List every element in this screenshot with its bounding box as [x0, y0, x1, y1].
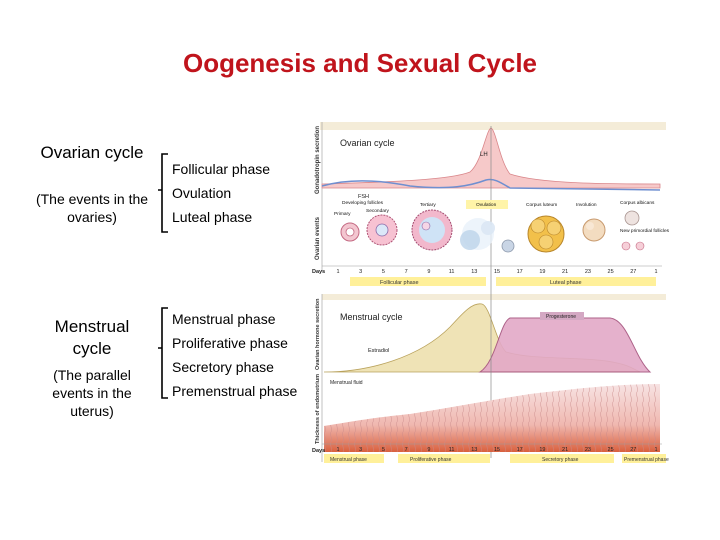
ovarian-events-axis-label: Ovarian events — [315, 216, 321, 260]
ovarian-cycle-subtitle: (The events in the ovaries) — [35, 191, 149, 225]
involution-illustration — [582, 218, 606, 242]
day-tick-label: 5 — [382, 447, 385, 453]
day-tick-label: 3 — [359, 269, 362, 275]
day-tick-label: 19 — [539, 269, 545, 275]
ovarian-bar-luteal: Luteal phase — [550, 280, 582, 286]
corpus-luteum-illustration — [527, 215, 565, 253]
day-tick-label: 15 — [494, 447, 500, 453]
day-tick-label: 5 — [382, 269, 385, 275]
progesterone-label: Progesterone — [546, 314, 576, 320]
lh-label: LH — [480, 152, 488, 158]
day-tick-label: 21 — [562, 269, 568, 275]
ovarian-phase-follicular: Follicular phase — [172, 161, 271, 177]
day-tick-label: 25 — [608, 269, 614, 275]
tertiary-follicle-illustration — [411, 209, 453, 251]
corpus-albicans-illustration — [624, 210, 640, 226]
day-tick-label: 23 — [585, 447, 591, 453]
day-tick-label: 17 — [517, 447, 523, 453]
follicle-label-corpus-albicans: Corpus albicans — [620, 200, 655, 206]
day-tick-label: 9 — [427, 269, 430, 275]
ovarian-cycle-caption: Ovarian cycle — [340, 138, 395, 148]
menstrual-bracket — [158, 307, 168, 399]
uterine-bar-premenstrual: Premenstrual phase — [624, 457, 669, 463]
day-tick-label: 17 — [517, 269, 523, 275]
gonadotropin-axis-label: Gonadotropin secretion — [315, 126, 321, 194]
day-tick-label: 1 — [336, 447, 339, 453]
uterine-bar-proliferative: Proliferative phase — [410, 457, 452, 463]
follicle-label-tertiary: Tertiary — [420, 202, 436, 208]
day-tick-label: 11 — [449, 269, 455, 275]
day-tick-label: 7 — [405, 269, 408, 275]
estradiol-label: Estradiol — [368, 348, 389, 354]
follicle-label-ovulation: Ovulation — [476, 202, 497, 208]
day-tick-label: 23 — [585, 269, 591, 275]
menstrual-fluid-label: Menstrual fluid — [330, 380, 363, 386]
day-tick-label: 3 — [359, 447, 362, 453]
ovarian-cycle-heading: Ovarian cycle — [40, 143, 144, 162]
cycle-figure: Gonadotropin secretion Ovarian events Ov… — [310, 122, 670, 463]
day-tick-label: 1 — [654, 447, 657, 453]
day-tick-label: 19 — [539, 447, 545, 453]
ovarian-bracket — [158, 153, 168, 233]
uterine-phase-menstrual: Menstrual phase — [172, 311, 276, 327]
primordial-follicles-illustration — [621, 241, 645, 251]
hormone-axis-label: Ovarian hormone secretion — [315, 298, 321, 370]
day-tick-label: 13 — [471, 269, 477, 275]
day-tick-label: 9 — [427, 447, 430, 453]
day-tick-label: 21 — [562, 447, 568, 453]
day-tick-label: 27 — [630, 269, 636, 275]
ovarian-phase-ovulation: Ovulation — [172, 185, 232, 201]
day-tick-label: 15 — [494, 269, 500, 275]
day-tick-label: 1 — [654, 269, 657, 275]
follicle-label-developing: Developing follicles — [342, 200, 384, 206]
uterine-bar-menstrual: Menstrual phase — [330, 457, 367, 463]
day-tick-label: 1 — [336, 269, 339, 275]
menstrual-cycle-subtitle: (The parallel events in the uterus) — [52, 367, 132, 419]
uterine-phase-premenstrual: Premenstrual phase — [172, 383, 298, 399]
page-title: Oogenesis and Sexual Cycle — [182, 48, 538, 78]
uterine-phase-proliferative: Proliferative phase — [172, 335, 288, 351]
day-tick-label: 27 — [630, 447, 636, 453]
ovulation-illustration — [460, 218, 515, 253]
follicle-label-new-primordial: New primordial follicles — [620, 228, 670, 234]
day-tick-label: 25 — [608, 447, 614, 453]
primary-follicle-illustration — [340, 222, 360, 242]
top-days-label: Days — [312, 269, 325, 275]
ovarian-bar-follicular: Follicular phase — [380, 280, 419, 286]
fsh-label: FSH — [358, 194, 369, 200]
thickness-axis-label: Thickness of endometrium — [315, 374, 321, 444]
bottom-days-label: Days — [312, 448, 325, 454]
menstrual-cycle-caption: Menstrual cycle — [340, 312, 403, 322]
day-tick-label: 7 — [405, 447, 408, 453]
uterine-phase-secretory: Secretory phase — [172, 359, 274, 375]
follicle-label-primary: Primary — [334, 211, 351, 217]
secondary-follicle-illustration — [366, 214, 398, 246]
follicle-label-secondary: Secondary — [366, 208, 390, 214]
menstrual-cycle-heading: Menstrual cycle — [54, 317, 130, 358]
day-tick-label: 13 — [471, 447, 477, 453]
uterine-bar-secretory: Secretory phase — [542, 457, 579, 463]
follicle-label-involution: Involution — [576, 202, 597, 208]
ovarian-phase-luteal: Luteal phase — [172, 209, 253, 225]
day-tick-label: 11 — [449, 447, 455, 453]
follicle-label-corpus-luteum: Corpus luteum — [526, 202, 557, 208]
